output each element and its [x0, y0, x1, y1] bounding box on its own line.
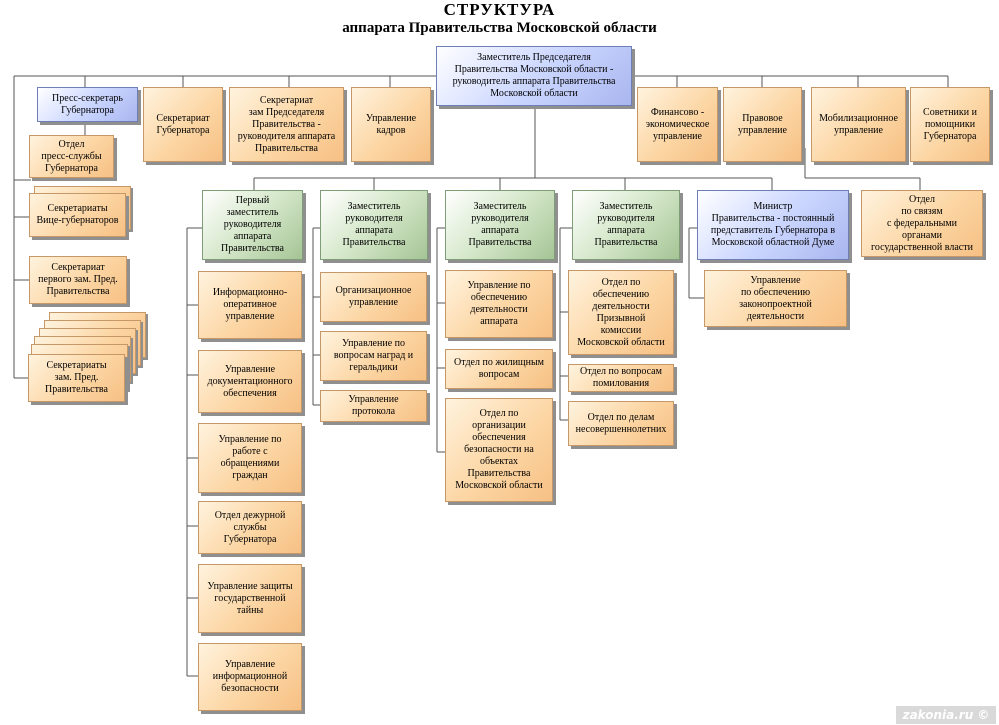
deputy-secretariats-node: Секретариаты зам. Пред. Правительства	[28, 354, 125, 402]
secretariat-governor-node: Секретариат Губернатора	[143, 87, 223, 162]
deputy2-dept-3: Управление протокола	[320, 390, 427, 422]
deputy-head-node-3: Заместитель руководителя аппарата Правит…	[445, 190, 555, 260]
mobilization-department-node: Мобилизационное управление	[811, 87, 906, 162]
deputy-chairman-node: Заместитель Председателя Правительства М…	[436, 46, 632, 106]
legal-department-node: Правовое управление	[723, 87, 802, 162]
first-deputy-dept-6: Управление информационной безопасности	[198, 643, 302, 711]
minister-node: Министр Правительства - постоянный предс…	[697, 190, 849, 260]
vice-governor-secretariats-node: Секретариаты Вице-губернаторов	[29, 193, 126, 237]
federal-relations-node: Отдел по связям с федеральными органами …	[861, 190, 983, 257]
first-deputy-secretariat-node: Секретариат первого зам. Пред. Правитель…	[29, 256, 127, 304]
chart-subtitle: аппарата Правительства Московской област…	[342, 20, 657, 36]
deputy4-dept-2: Отдел по вопросам помилования	[568, 364, 674, 392]
press-secretary-node: Пресс-секретарь Губернатора	[37, 87, 138, 122]
deputy2-dept-1: Организационное управление	[320, 272, 427, 322]
first-deputy-head-node: Первый заместитель руководителя аппарата…	[202, 190, 303, 260]
watermark: zakonia.ru ©	[896, 706, 996, 724]
secretariat-deputy-node: Секретариат зам Председателя Правительст…	[229, 87, 344, 162]
deputy3-dept-1: Управление по обеспечению деятельности а…	[445, 270, 553, 338]
legislative-support-node: Управление по обеспечению законопроектно…	[704, 270, 847, 327]
chart-title: СТРУКТУРА	[443, 0, 556, 19]
deputy4-dept-3: Отдел по делам несовершеннолетних	[568, 401, 674, 446]
deputy-head-node-2: Заместитель руководителя аппарата Правит…	[320, 190, 428, 260]
first-deputy-dept-5: Управление защиты государственной тайны	[198, 564, 302, 633]
press-service-node: Отдел пресс-службы Губернатора	[29, 135, 114, 178]
first-deputy-dept-4: Отдел дежурной службы Губернатора	[198, 501, 302, 554]
deputy3-dept-3: Отдел по организации обеспечения безопас…	[445, 398, 553, 502]
first-deputy-dept-1: Информационно- оперативное управление	[198, 271, 302, 339]
first-deputy-dept-3: Управление по работе с обращениями гражд…	[198, 423, 302, 493]
personnel-department-node: Управление кадров	[351, 87, 431, 162]
deputy4-dept-1: Отдел по обеспечению деятельности Призыв…	[568, 270, 674, 355]
advisers-node: Советники и помощники Губернатора	[910, 87, 990, 162]
finance-department-node: Финансово - экономическое управление	[637, 87, 718, 162]
deputy2-dept-2: Управление по вопросам наград и геральди…	[320, 331, 427, 381]
deputy3-dept-2: Отдел по жилищным вопросам	[445, 349, 553, 389]
first-deputy-dept-2: Управление документационного обеспечения	[198, 350, 302, 413]
deputy-head-node-4: Заместитель руководителя аппарата Правит…	[572, 190, 680, 260]
